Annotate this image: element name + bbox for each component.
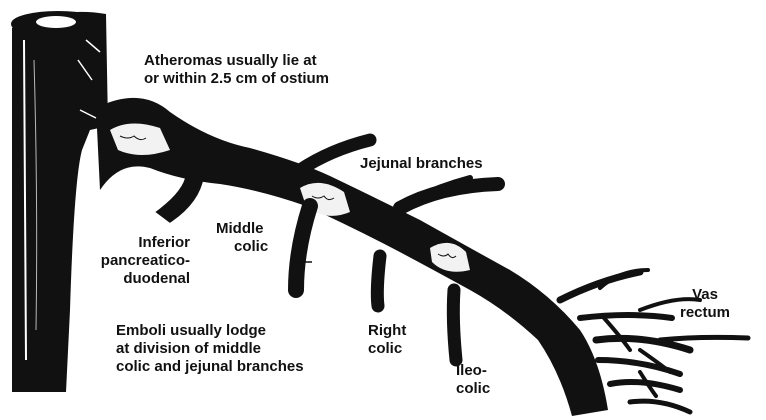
vas-rectum-line-2: rectum (680, 304, 730, 322)
inferior-label-line-1: Inferior (80, 234, 190, 252)
right-colic-line-2: colic (368, 340, 406, 358)
right-colic-line-1: Right (368, 322, 406, 340)
emboli-note-line-2: at division of middle (116, 340, 304, 358)
ileocolic-line-2: colic (456, 380, 490, 398)
emboli-note-line-1: Emboli usually lodge (116, 322, 304, 340)
vas-rectum-line-1: Vas (680, 286, 730, 304)
atheroma-note-line-1: Atheromas usually lie at (144, 52, 329, 70)
inferior-label-line-3: duodenal (80, 270, 190, 288)
vas-rectum-label: Vas rectum (680, 286, 730, 322)
middle-colic-line-1: Middle (216, 220, 268, 238)
atheroma-note: Atheromas usually lie at or within 2.5 c… (144, 52, 329, 88)
emboli-note-line-3: colic and jejunal branches (116, 358, 304, 376)
ileocolic-label: Ileo- colic (456, 362, 490, 398)
emboli-note: Emboli usually lodge at division of midd… (116, 322, 304, 376)
middle-colic-line-2: colic (216, 238, 268, 256)
ileocolic-artery (453, 290, 456, 360)
jejunal-branches-label: Jejunal branches (360, 155, 483, 173)
inferior-pancreaticoduodenal-label: Inferior pancreatico- duodenal (80, 234, 190, 288)
middle-colic-artery (296, 206, 310, 290)
right-colic-label: Right colic (368, 322, 406, 358)
aorta (12, 12, 108, 392)
atheroma-note-line-2: or within 2.5 cm of ostium (144, 70, 329, 88)
inferior-label-line-2: pancreatico- (80, 252, 190, 270)
inferior-pancreaticoduodenal-artery (162, 174, 200, 218)
ileocolic-line-1: Ileo- (456, 362, 490, 380)
middle-colic-label: Middle colic (216, 220, 268, 256)
right-colic-artery (377, 256, 380, 306)
